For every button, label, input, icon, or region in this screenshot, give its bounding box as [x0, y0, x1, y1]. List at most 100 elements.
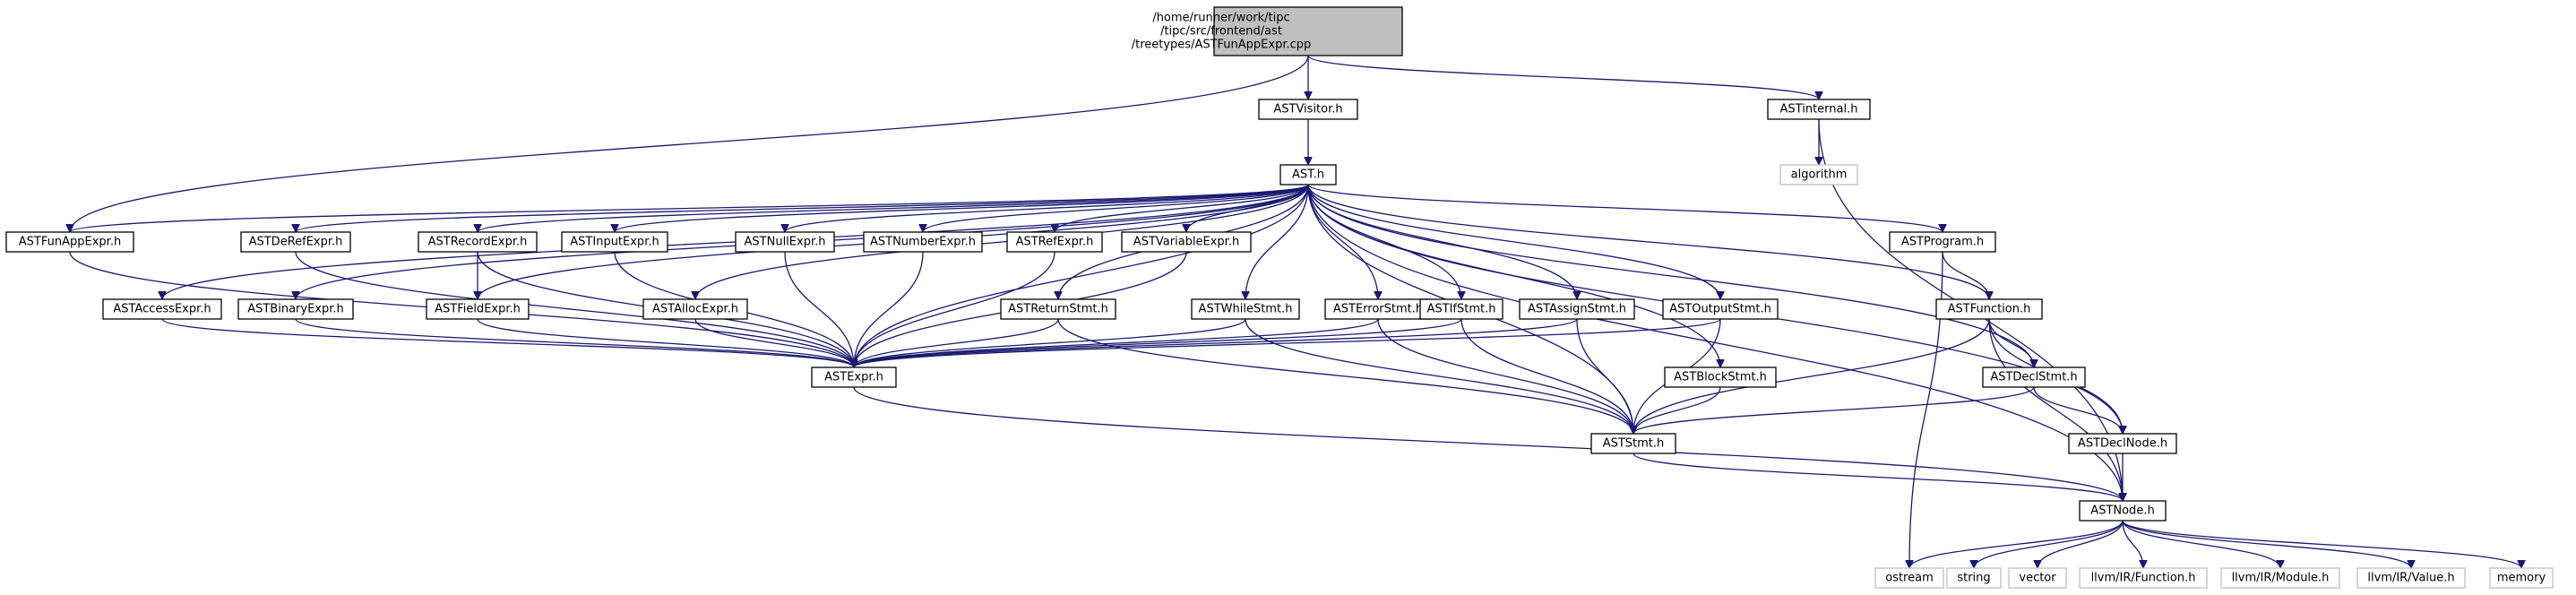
node-label: ASTRefExpr.h	[1016, 236, 1094, 249]
node-root[interactable]: /home/runner/work/tipc/tipc/src/frontend…	[1132, 6, 1403, 56]
node-ast-h[interactable]: AST.h	[1279, 164, 1337, 185]
node-astallocexpr-h[interactable]: ASTAllocExpr.h	[642, 298, 748, 320]
edge-ast-h-to-astprogram-h	[1307, 184, 1943, 233]
node-box	[1982, 366, 2086, 388]
node-label: /home/runner/work/tipc	[1152, 12, 1289, 25]
node-box	[2489, 567, 2554, 589]
node-label: ASTIfStmt.h	[1427, 303, 1496, 316]
edge-astassignstmt-h-to-astexpr-h	[854, 318, 1578, 368]
node-label: ASTNullExpr.h	[745, 236, 826, 249]
node-memory: memory	[2489, 567, 2554, 589]
edge-ast-h-to-astnumberexpr-h	[923, 184, 1309, 233]
node-label: ASTWhileStmt.h	[1199, 303, 1293, 316]
node-astifstmt-h[interactable]: ASTIfStmt.h	[1419, 298, 1503, 320]
node-asterrorstmt-h[interactable]: ASTErrorStmt.h	[1324, 298, 1432, 320]
edge-astassignstmt-h-to-aststmt-h	[1576, 318, 1633, 434]
node-box	[1935, 298, 2043, 320]
node-label: llvm/IR/Value.h	[2367, 572, 2454, 585]
edge-astifstmt-h-to-aststmt-h	[1460, 318, 1633, 434]
edge-astprogram-h-to-astfunction-h	[1942, 251, 1989, 300]
node-astnullexpr-h[interactable]: ASTNullExpr.h	[735, 231, 835, 253]
node-llvm-ir-value-h: llvm/IR/Value.h	[2356, 567, 2466, 589]
edge-astbinaryexpr-h-to-astexpr-h	[295, 318, 854, 368]
edge-astreturnstmt-h-to-astexpr-h	[854, 318, 1059, 368]
node-astassignstmt-h[interactable]: ASTAssignStmt.h	[1519, 298, 1635, 320]
node-label: ASTDeRefExpr.h	[249, 236, 343, 249]
node-astwhilestmt-h[interactable]: ASTWhileStmt.h	[1191, 298, 1300, 320]
node-astderefexpr-h[interactable]: ASTDeRefExpr.h	[240, 231, 351, 253]
node-label: /treetypes/ASTFunAppExpr.cpp	[1132, 39, 1312, 52]
node-astvisitor-h[interactable]: ASTVisitor.h	[1258, 99, 1358, 120]
node-astinternal-h[interactable]: ASTinternal.h	[1767, 99, 1871, 120]
edge-astnode-h-to-llvm-ir-module-h	[2122, 520, 2280, 569]
node-astnumberexpr-h[interactable]: ASTNumberExpr.h	[863, 231, 983, 253]
node-box	[2079, 500, 2167, 522]
node-box	[1258, 99, 1358, 120]
node-astoutputstmt-h[interactable]: ASTOutputStmt.h	[1662, 298, 1779, 320]
node-label: ostream	[1885, 572, 1934, 585]
node-label: ASTVariableExpr.h	[1133, 236, 1239, 249]
node-box	[426, 298, 530, 320]
node-astrecordexpr-h[interactable]: ASTRecordExpr.h	[418, 231, 538, 253]
node-box	[1662, 298, 1779, 320]
node-astvariableexpr-h[interactable]: ASTVariableExpr.h	[1121, 231, 1252, 253]
node-astrefexpr-h[interactable]: ASTRefExpr.h	[1006, 231, 1103, 253]
edge-astwhilestmt-h-to-astexpr-h	[854, 318, 1246, 368]
edge-astnode-h-to-memory	[2122, 520, 2521, 569]
node-astfunappexpr-h[interactable]: ASTFunAppExpr.h	[5, 231, 134, 253]
node-astinputexpr-h[interactable]: ASTInputExpr.h	[561, 231, 668, 253]
node-box	[1006, 231, 1103, 253]
node-label: ASTNumberExpr.h	[870, 236, 976, 249]
node-aststmt-h[interactable]: ASTStmt.h	[1590, 433, 1676, 454]
edge-astifstmt-h-to-astexpr-h	[854, 318, 1462, 368]
node-box	[418, 231, 538, 253]
node-label: ASTFunction.h	[1948, 303, 2031, 316]
node-label: ASTStmt.h	[1603, 437, 1665, 451]
node-label: ASTAllocExpr.h	[652, 303, 738, 316]
edge-astdeclstmt-h-to-astdeclnode-h	[2033, 386, 2123, 435]
node-label: ASTExpr.h	[824, 371, 883, 384]
node-label: /tipc/src/frontend/ast	[1160, 25, 1282, 39]
node-astexpr-h[interactable]: ASTExpr.h	[811, 366, 897, 388]
node-box	[561, 231, 668, 253]
node-label: AST.h	[1292, 168, 1324, 182]
node-box	[2008, 567, 2067, 589]
edge-astoutputstmt-h-to-astexpr-h	[854, 318, 1721, 368]
node-astbinaryexpr-h[interactable]: ASTBinaryExpr.h	[237, 298, 354, 320]
node-astdeclstmt-h[interactable]: ASTDeclStmt.h	[1982, 366, 2086, 388]
edge-ast-h-to-astallocexpr-h	[695, 184, 1309, 299]
node-astfieldexpr-h[interactable]: ASTFieldExpr.h	[426, 298, 530, 320]
node-box	[237, 298, 354, 320]
node-astprogram-h[interactable]: ASTProgram.h	[1889, 231, 1996, 253]
node-box	[240, 231, 351, 253]
node-box	[1779, 164, 1858, 185]
edge-astallocexpr-h-to-astexpr-h	[694, 318, 854, 368]
node-astblockstmt-h[interactable]: ASTBlockStmt.h	[1664, 366, 1777, 388]
edge-ast-h-to-astnullexpr-h	[785, 184, 1309, 233]
node-astdeclnode-h[interactable]: ASTDeclNode.h	[2068, 433, 2177, 454]
node-box	[1191, 298, 1300, 320]
edge-root-to-astinternal-h	[1307, 55, 1819, 100]
edge-astnode-h-to-llvm-ir-value-h	[2122, 520, 2411, 569]
node-astnode-h[interactable]: ASTNode.h	[2079, 500, 2167, 522]
node-box	[1590, 433, 1676, 454]
edge-astderefexpr-h-to-astexpr-h	[295, 251, 854, 367]
edge-astfieldexpr-h-to-astexpr-h	[477, 318, 854, 368]
edge-astfunction-h-to-astnode-h	[1988, 318, 2123, 501]
node-box	[1121, 231, 1252, 253]
node-astreturnstmt-h[interactable]: ASTReturnStmt.h	[1000, 298, 1116, 320]
node-box	[811, 366, 897, 388]
node-box	[863, 231, 983, 253]
node-box	[1000, 298, 1116, 320]
node-label: ASTReturnStmt.h	[1008, 303, 1108, 316]
edge-ast-h-to-astexpr-h	[854, 184, 1309, 367]
edge-asterrorstmt-h-to-aststmt-h	[1377, 318, 1633, 434]
edge-astnode-h-to-string	[1974, 520, 2124, 569]
node-label: ASTOutputStmt.h	[1669, 303, 1771, 316]
edge-ast-h-to-astrecordexpr-h	[478, 184, 1309, 233]
node-box	[642, 298, 748, 320]
node-label: ASTFunAppExpr.h	[19, 236, 121, 249]
node-astfunction-h[interactable]: ASTFunction.h	[1935, 298, 2043, 320]
node-astaccessexpr-h[interactable]: ASTAccessExpr.h	[102, 298, 222, 320]
edge-aststmt-h-to-astnode-h	[1633, 453, 2123, 502]
